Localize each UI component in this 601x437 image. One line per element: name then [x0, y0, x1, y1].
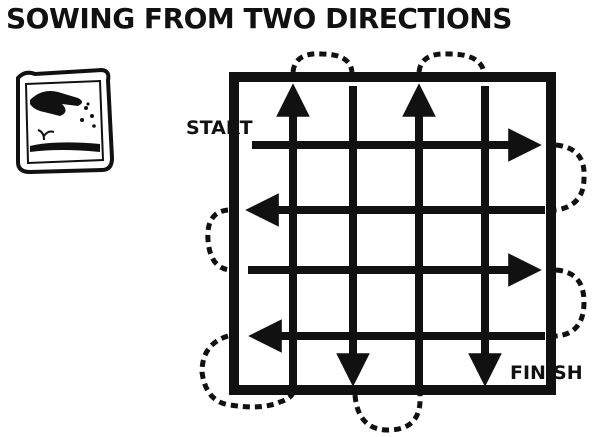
start-label: START	[186, 117, 253, 139]
turn-loop-top-1	[293, 54, 352, 72]
turn-loop-right-2	[556, 270, 584, 336]
finish-label: FINISH	[510, 362, 583, 384]
turn-loop-left-2	[202, 336, 293, 407]
hand-scattering-seeds-icon	[18, 70, 112, 172]
turn-loop-bottom-1	[355, 395, 420, 430]
turn-loop-right-1	[556, 145, 584, 210]
vertical-passes	[293, 86, 485, 388]
turn-loop-left-1	[208, 210, 230, 270]
field-border	[234, 77, 551, 390]
turn-loop-top-2	[419, 54, 484, 72]
